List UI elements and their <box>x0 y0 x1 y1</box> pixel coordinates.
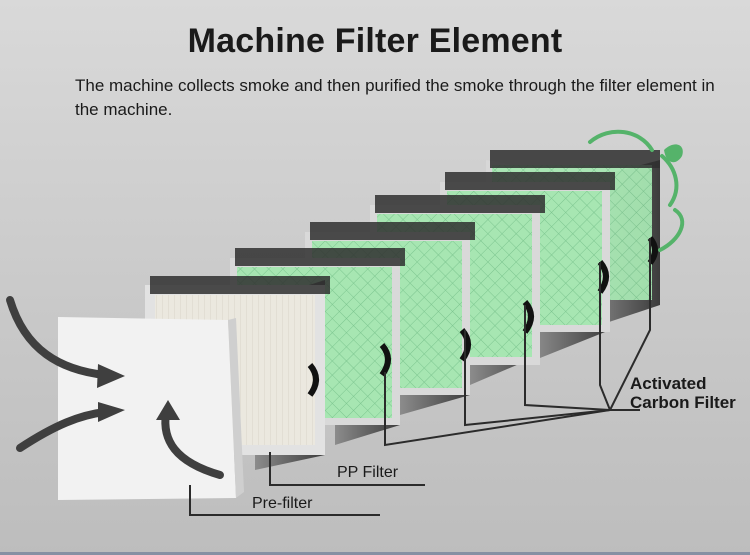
activated-carbon-label-line-1: Activated <box>630 374 707 393</box>
activated-carbon-label-line-2: Carbon Filter <box>630 393 736 412</box>
footer-rule <box>0 552 750 555</box>
airflow-arrows <box>6 296 224 479</box>
leaf-icon <box>664 144 683 163</box>
pre-filter-panel <box>58 317 244 500</box>
label-leader-lines <box>189 238 651 516</box>
page-description: The machine collects smoke and then puri… <box>75 76 715 119</box>
pp-filter-label: PP Filter <box>337 464 399 481</box>
page-title: Machine Filter Element <box>187 22 563 60</box>
pre-filter-label: Pre-filter <box>252 495 313 512</box>
air-swirl-icon <box>588 129 685 252</box>
airflow-arrowheads <box>97 364 180 422</box>
